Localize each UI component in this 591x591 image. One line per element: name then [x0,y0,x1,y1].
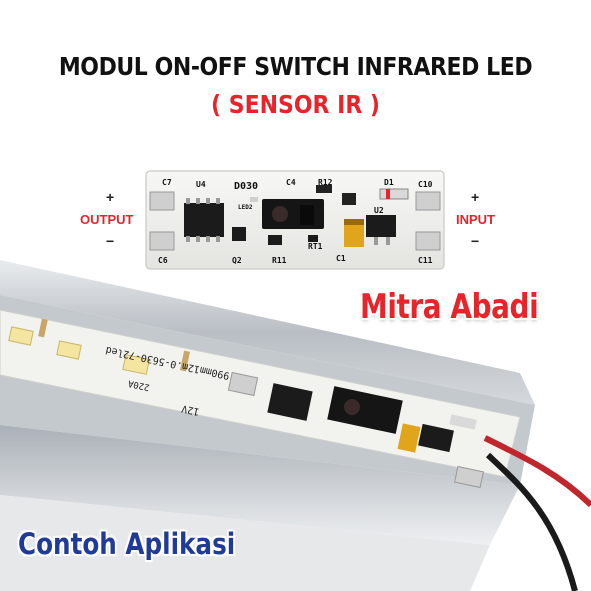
strip-small-text: 220A [127,377,151,391]
silk-q2: Q2 [232,256,242,265]
output-minus-pad [149,231,175,251]
input-minus-sign: − [471,233,480,249]
silk-c11: C11 [418,256,433,265]
silk-rt1: RT1 [308,242,323,251]
page-subtitle: ( SENSOR IR ) [211,90,380,119]
silk-r11: R11 [272,256,287,265]
silk-c7: C7 [162,178,172,187]
input-plus-sign: + [471,189,480,205]
silk-c4: C4 [286,178,296,187]
silk-r12: R12 [318,178,333,187]
u4-chip [184,203,224,237]
ir-switch-module-board: C7 U4 D030 C4 R12 D1 C10 LED2 U2 C6 Q2 R… [145,170,445,270]
silk-led2: LED2 [238,204,253,211]
silk-u4: U4 [196,180,206,189]
input-plus-pad [415,191,441,211]
input-label: INPUT [456,212,495,227]
silk-u2: U2 [374,206,384,215]
application-caption: Contoh Aplikasi [18,527,236,561]
application-photo: 990mm12m.0-5630-72led 12V 220A [0,260,591,591]
silk-c1: C1 [336,254,346,263]
silk-c6: C6 [158,256,168,265]
output-plus-pad [149,191,175,211]
u2-regulator [366,215,396,237]
output-minus-sign: − [106,233,115,249]
page-title: MODUL ON-OFF SWITCH INFRARED LED [58,52,533,81]
q2-transistor [232,227,246,241]
brand-logo-text: Mitra Abadi [360,287,539,327]
silk-d1: D1 [384,178,394,187]
ir-sensor [262,199,324,229]
red-wire [483,435,591,508]
strip-voltage-text: 12V [181,402,201,417]
output-plus-sign: + [106,189,115,205]
c1-capacitor [344,219,364,247]
black-wire [485,452,578,591]
silk-c10: C10 [418,180,433,189]
silk-d030: D030 [234,181,258,192]
input-minus-pad [415,231,441,251]
d1-diode [379,188,409,200]
output-label: OUTPUT [80,212,134,227]
